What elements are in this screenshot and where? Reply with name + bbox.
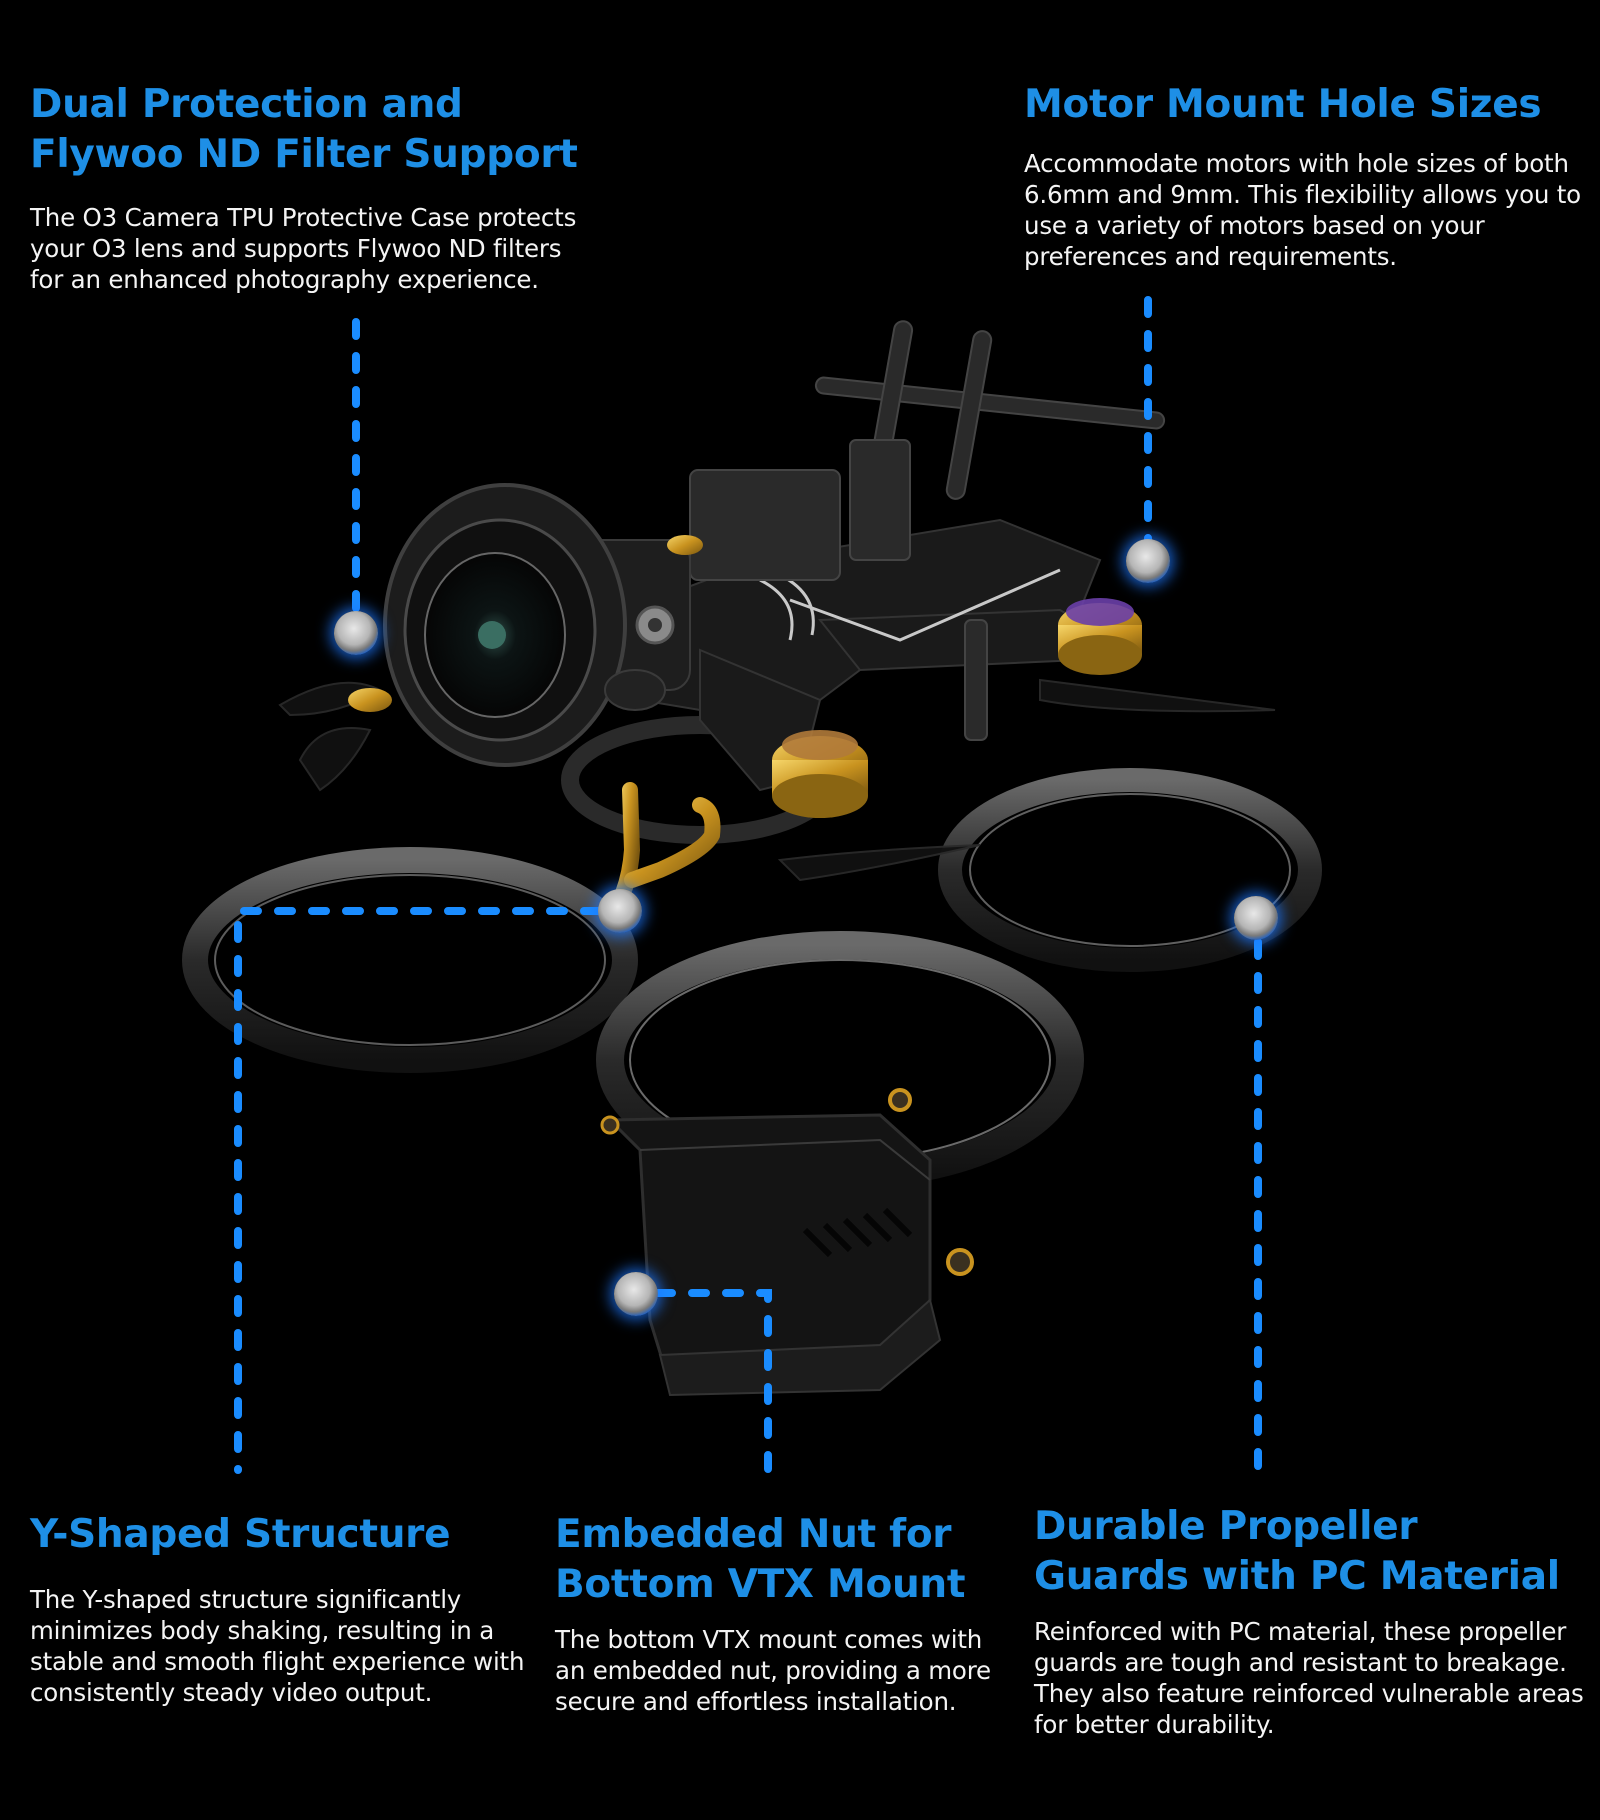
antenna-tubes <box>610 782 721 913</box>
feature-title: Dual Protection and Flywoo ND Filter Sup… <box>30 82 578 177</box>
callout-dot-motor-mount[interactable] <box>1126 539 1170 583</box>
callout-dot-embedded-nut[interactable] <box>614 1272 658 1316</box>
callout-line-y-shaped <box>234 907 602 1474</box>
feature-y-shaped: Y-Shaped Structure The Y-shaped structur… <box>30 1510 550 1708</box>
callout-lines <box>234 296 1262 1490</box>
feature-title: Durable Propeller Guards with PC Materia… <box>1034 1504 1560 1599</box>
callout-dot-dual-protection[interactable] <box>334 611 378 655</box>
motors <box>348 535 1142 818</box>
feature-description: The Y-shaped structure significantly min… <box>30 1585 525 1707</box>
carbon-frame <box>598 518 1112 792</box>
feature-description: Accommodate motors with hole sizes of bo… <box>1024 149 1581 271</box>
feature-description: The bottom VTX mount comes with an embed… <box>555 1625 991 1716</box>
antenna-mount <box>689 320 1166 741</box>
feature-motor-mount: Motor Mount Hole Sizes Accommodate motor… <box>1024 80 1600 272</box>
feature-title: Motor Mount Hole Sizes <box>1024 82 1542 127</box>
feature-embedded-nut: Embedded Nut for Bottom VTX Mount The bo… <box>555 1510 1015 1717</box>
callout-line-embedded-nut <box>654 1289 772 1490</box>
callout-dot-prop-guards[interactable] <box>1234 896 1278 940</box>
o3-camera <box>383 483 691 767</box>
feature-prop-guards: Durable Propeller Guards with PC Materia… <box>1034 1502 1594 1740</box>
propeller-guards <box>182 716 1322 1189</box>
callout-dot-y-shaped[interactable] <box>598 889 642 933</box>
feature-title: Embedded Nut for Bottom VTX Mount <box>555 1512 966 1607</box>
feature-description: Reinforced with PC material, these prope… <box>1034 1617 1584 1739</box>
feature-title: Y-Shaped Structure <box>30 1512 451 1557</box>
feature-dual-protection: Dual Protection and Flywoo ND Filter Sup… <box>30 80 590 295</box>
vtx-box <box>600 1088 974 1397</box>
feature-description: The O3 Camera TPU Protective Case protec… <box>30 203 577 294</box>
